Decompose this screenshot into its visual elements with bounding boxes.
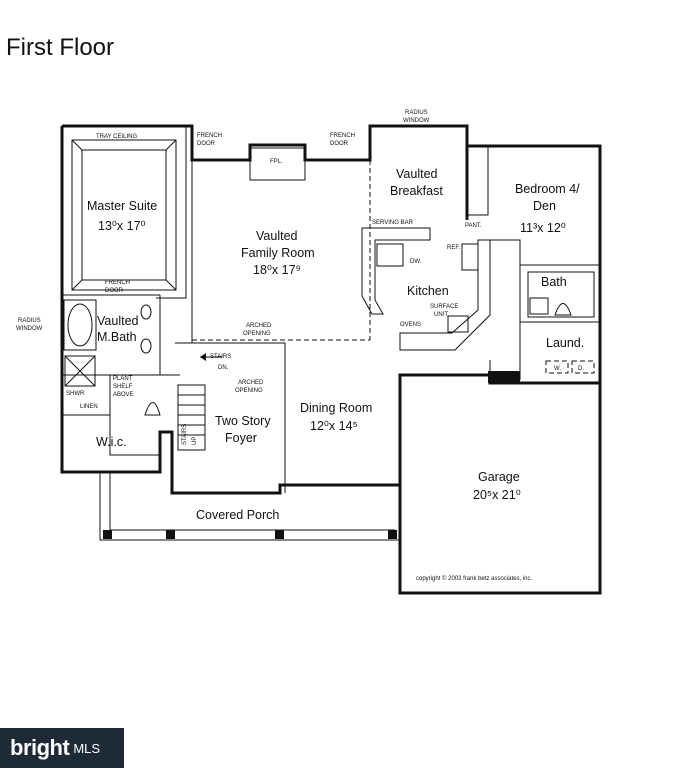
- bedroom4-name-2: Den: [533, 199, 556, 213]
- master-suite-size: 13⁰x 17⁰: [98, 219, 146, 233]
- logo-text: bright: [10, 735, 70, 760]
- page-title: First Floor: [6, 34, 114, 61]
- dn-label: DN.: [218, 365, 229, 371]
- stairs-dn-label: STAIRS: [210, 354, 231, 360]
- family-room-name-2: Family Room: [241, 246, 315, 260]
- wic-name: W.i.c.: [96, 435, 127, 449]
- dw-label: DW.: [410, 259, 422, 265]
- up-label: UP: [192, 437, 198, 445]
- plant-shelf-label-b: SHELF: [113, 384, 133, 390]
- pantry-label: PANT.: [465, 223, 482, 229]
- kitchen-counters: [361, 227, 491, 351]
- arched-opening-label-2b: OPENING: [235, 388, 263, 394]
- bright-mls-logo: bright MLS: [0, 728, 124, 768]
- garage-name: Garage: [478, 470, 520, 484]
- linen-label: LINEN: [80, 404, 98, 410]
- family-room-size: 18⁰x 17⁹: [253, 263, 301, 277]
- laundry-appliances: [527, 271, 595, 374]
- bathtub: [63, 299, 161, 416]
- stairs-up-label: STAIRS: [182, 424, 188, 445]
- dryer-label: D.: [578, 366, 584, 372]
- porch-and-garage: [99, 473, 400, 541]
- copyright-text: copyright © 2003 frank betz associates, …: [416, 575, 532, 582]
- coats-label: COATS: [492, 378, 512, 384]
- laundry-name: Laund.: [546, 336, 584, 350]
- stairs: [177, 353, 222, 451]
- arched-opening-label-2: ARCHED: [238, 380, 264, 386]
- dining-size: 12⁰x 14⁵: [310, 419, 358, 433]
- master-bath-name-2: M.Bath: [97, 330, 137, 344]
- family-room-name-1: Vaulted: [256, 229, 298, 243]
- master-suite-name: Master Suite: [87, 199, 157, 213]
- kitchen-name: Kitchen: [407, 284, 449, 298]
- bedroom4-name-1: Bedroom 4/: [515, 182, 580, 196]
- garage-size: 20⁵x 21⁰: [473, 488, 521, 502]
- foyer-name-2: Foyer: [225, 431, 257, 445]
- porch-name: Covered Porch: [196, 508, 279, 522]
- interior-walls: [62, 126, 600, 493]
- french-door-label-3b: DOOR: [105, 288, 124, 294]
- arched-opening-label-1: ARCHED: [246, 323, 272, 329]
- breakfast-name-2: Breakfast: [390, 184, 443, 198]
- breakfast-name-1: Vaulted: [396, 167, 438, 181]
- tray-ceiling: [71, 139, 177, 291]
- french-door-label-2: FRENCH: [330, 133, 355, 139]
- surface-unit-label-b: UNIT: [434, 312, 448, 318]
- ref-label: REF.: [447, 245, 460, 251]
- tray-ceiling-label: TRAY CEILING: [96, 134, 137, 140]
- french-door-label-1b: DOOR: [197, 141, 216, 147]
- bath-name: Bath: [541, 275, 567, 289]
- radius-window-label-top-b: WINDOW: [403, 118, 430, 124]
- ovens-label: OVENS: [400, 322, 421, 328]
- plant-shelf-label: PLANT: [113, 376, 133, 382]
- fireplace: [249, 147, 306, 181]
- dining-name: Dining Room: [300, 401, 372, 415]
- french-door-label-2b: DOOR: [330, 141, 349, 147]
- fireplace-label: FPL.: [270, 159, 283, 165]
- shower-label: SHWR: [66, 391, 85, 397]
- radius-window-label-left: RADIUS: [18, 318, 41, 324]
- french-door-label-1: FRENCH: [197, 133, 222, 139]
- master-bath-name-1: Vaulted: [97, 314, 139, 328]
- radius-window-label-left-b: WINDOW: [16, 326, 43, 332]
- floor-plan: TRAY CEILING FRENCH DOOR FRENCH DOOR FRE…: [16, 110, 602, 595]
- french-door-label-3: FRENCH: [105, 280, 130, 286]
- washer-label: W.: [554, 366, 561, 372]
- exterior-walls: [60, 124, 602, 595]
- arched-opening-label-1b: OPENING: [243, 331, 271, 337]
- serving-bar-label: SERVING BAR: [372, 220, 414, 226]
- radius-window-label-top: RADIUS: [405, 110, 428, 116]
- foyer-name-1: Two Story: [215, 414, 271, 428]
- logo-suffix: MLS: [73, 740, 101, 756]
- bedroom4-size: 11³x 12⁰: [520, 221, 566, 235]
- plant-shelf-label-c: ABOVE: [113, 392, 134, 398]
- surface-unit-label: SURFACE: [430, 304, 458, 310]
